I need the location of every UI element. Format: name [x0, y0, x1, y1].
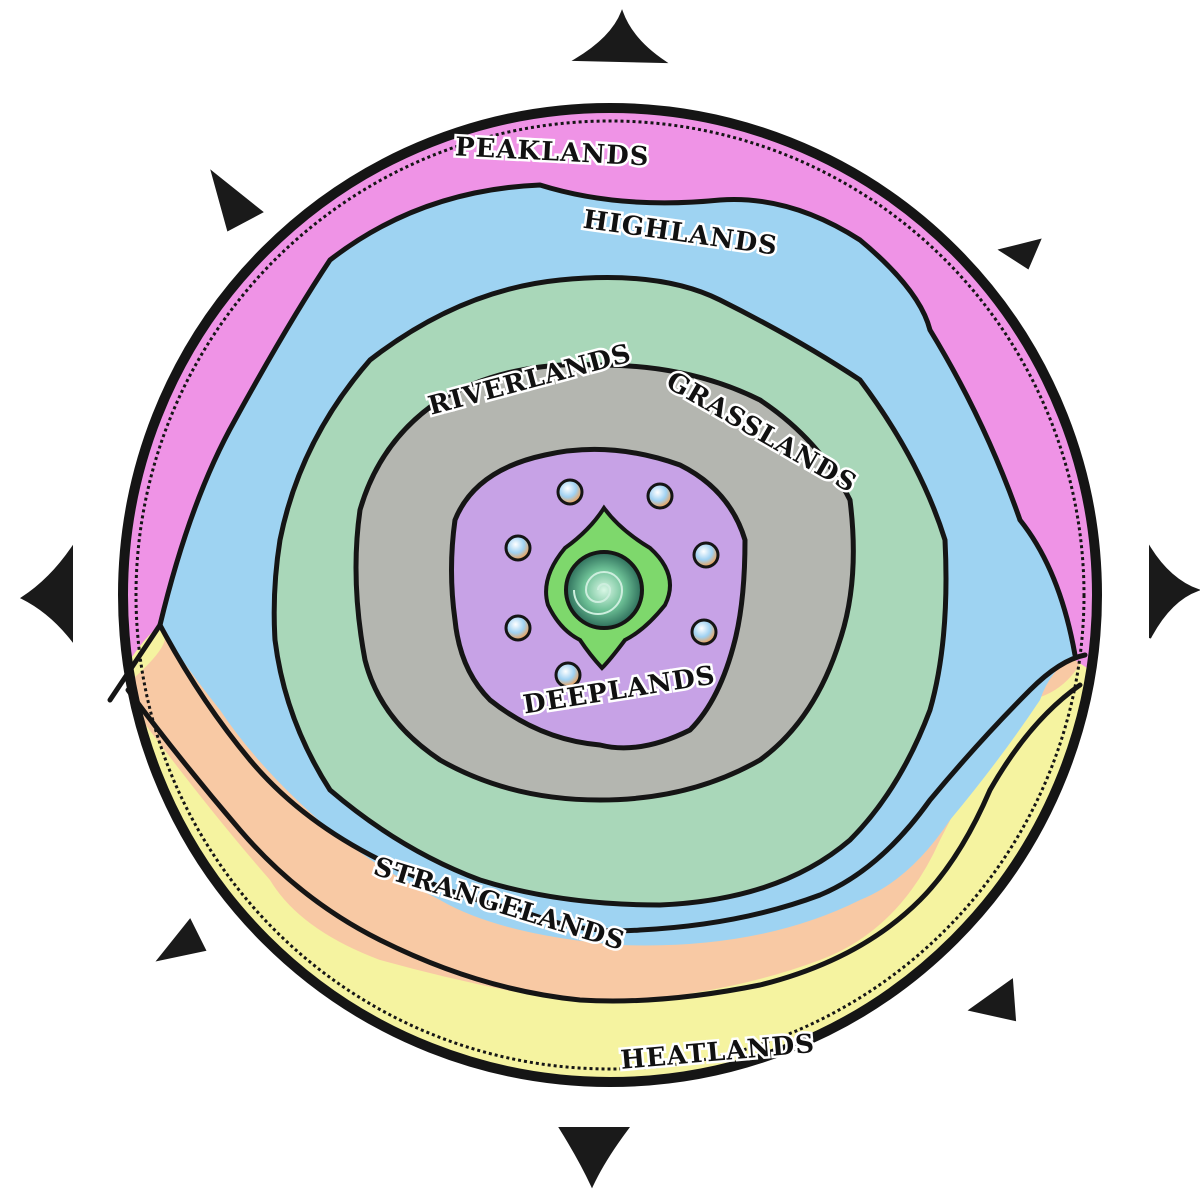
core-orb — [564, 550, 644, 630]
gem — [692, 541, 720, 569]
spike-southwest — [155, 918, 207, 962]
compass-spikes — [19, 9, 1200, 1189]
spike-northeast — [997, 238, 1042, 270]
gem — [556, 478, 584, 506]
outer-ring — [118, 103, 1102, 1087]
gem — [554, 661, 582, 689]
gem — [690, 618, 718, 646]
spike-southeast — [967, 978, 1017, 1022]
spike-northwest — [210, 169, 264, 232]
gem — [504, 614, 532, 642]
central-core — [544, 504, 672, 671]
gem — [646, 482, 674, 510]
spike-south — [558, 1127, 630, 1189]
spike-east — [1149, 544, 1200, 639]
spike-north — [571, 9, 669, 64]
spike-west — [19, 544, 73, 643]
core-spiral — [573, 571, 624, 615]
gem — [504, 534, 532, 562]
gem-ring — [504, 478, 720, 689]
outer-ring-inner — [134, 119, 1086, 1071]
region-borders — [107, 182, 1088, 1004]
